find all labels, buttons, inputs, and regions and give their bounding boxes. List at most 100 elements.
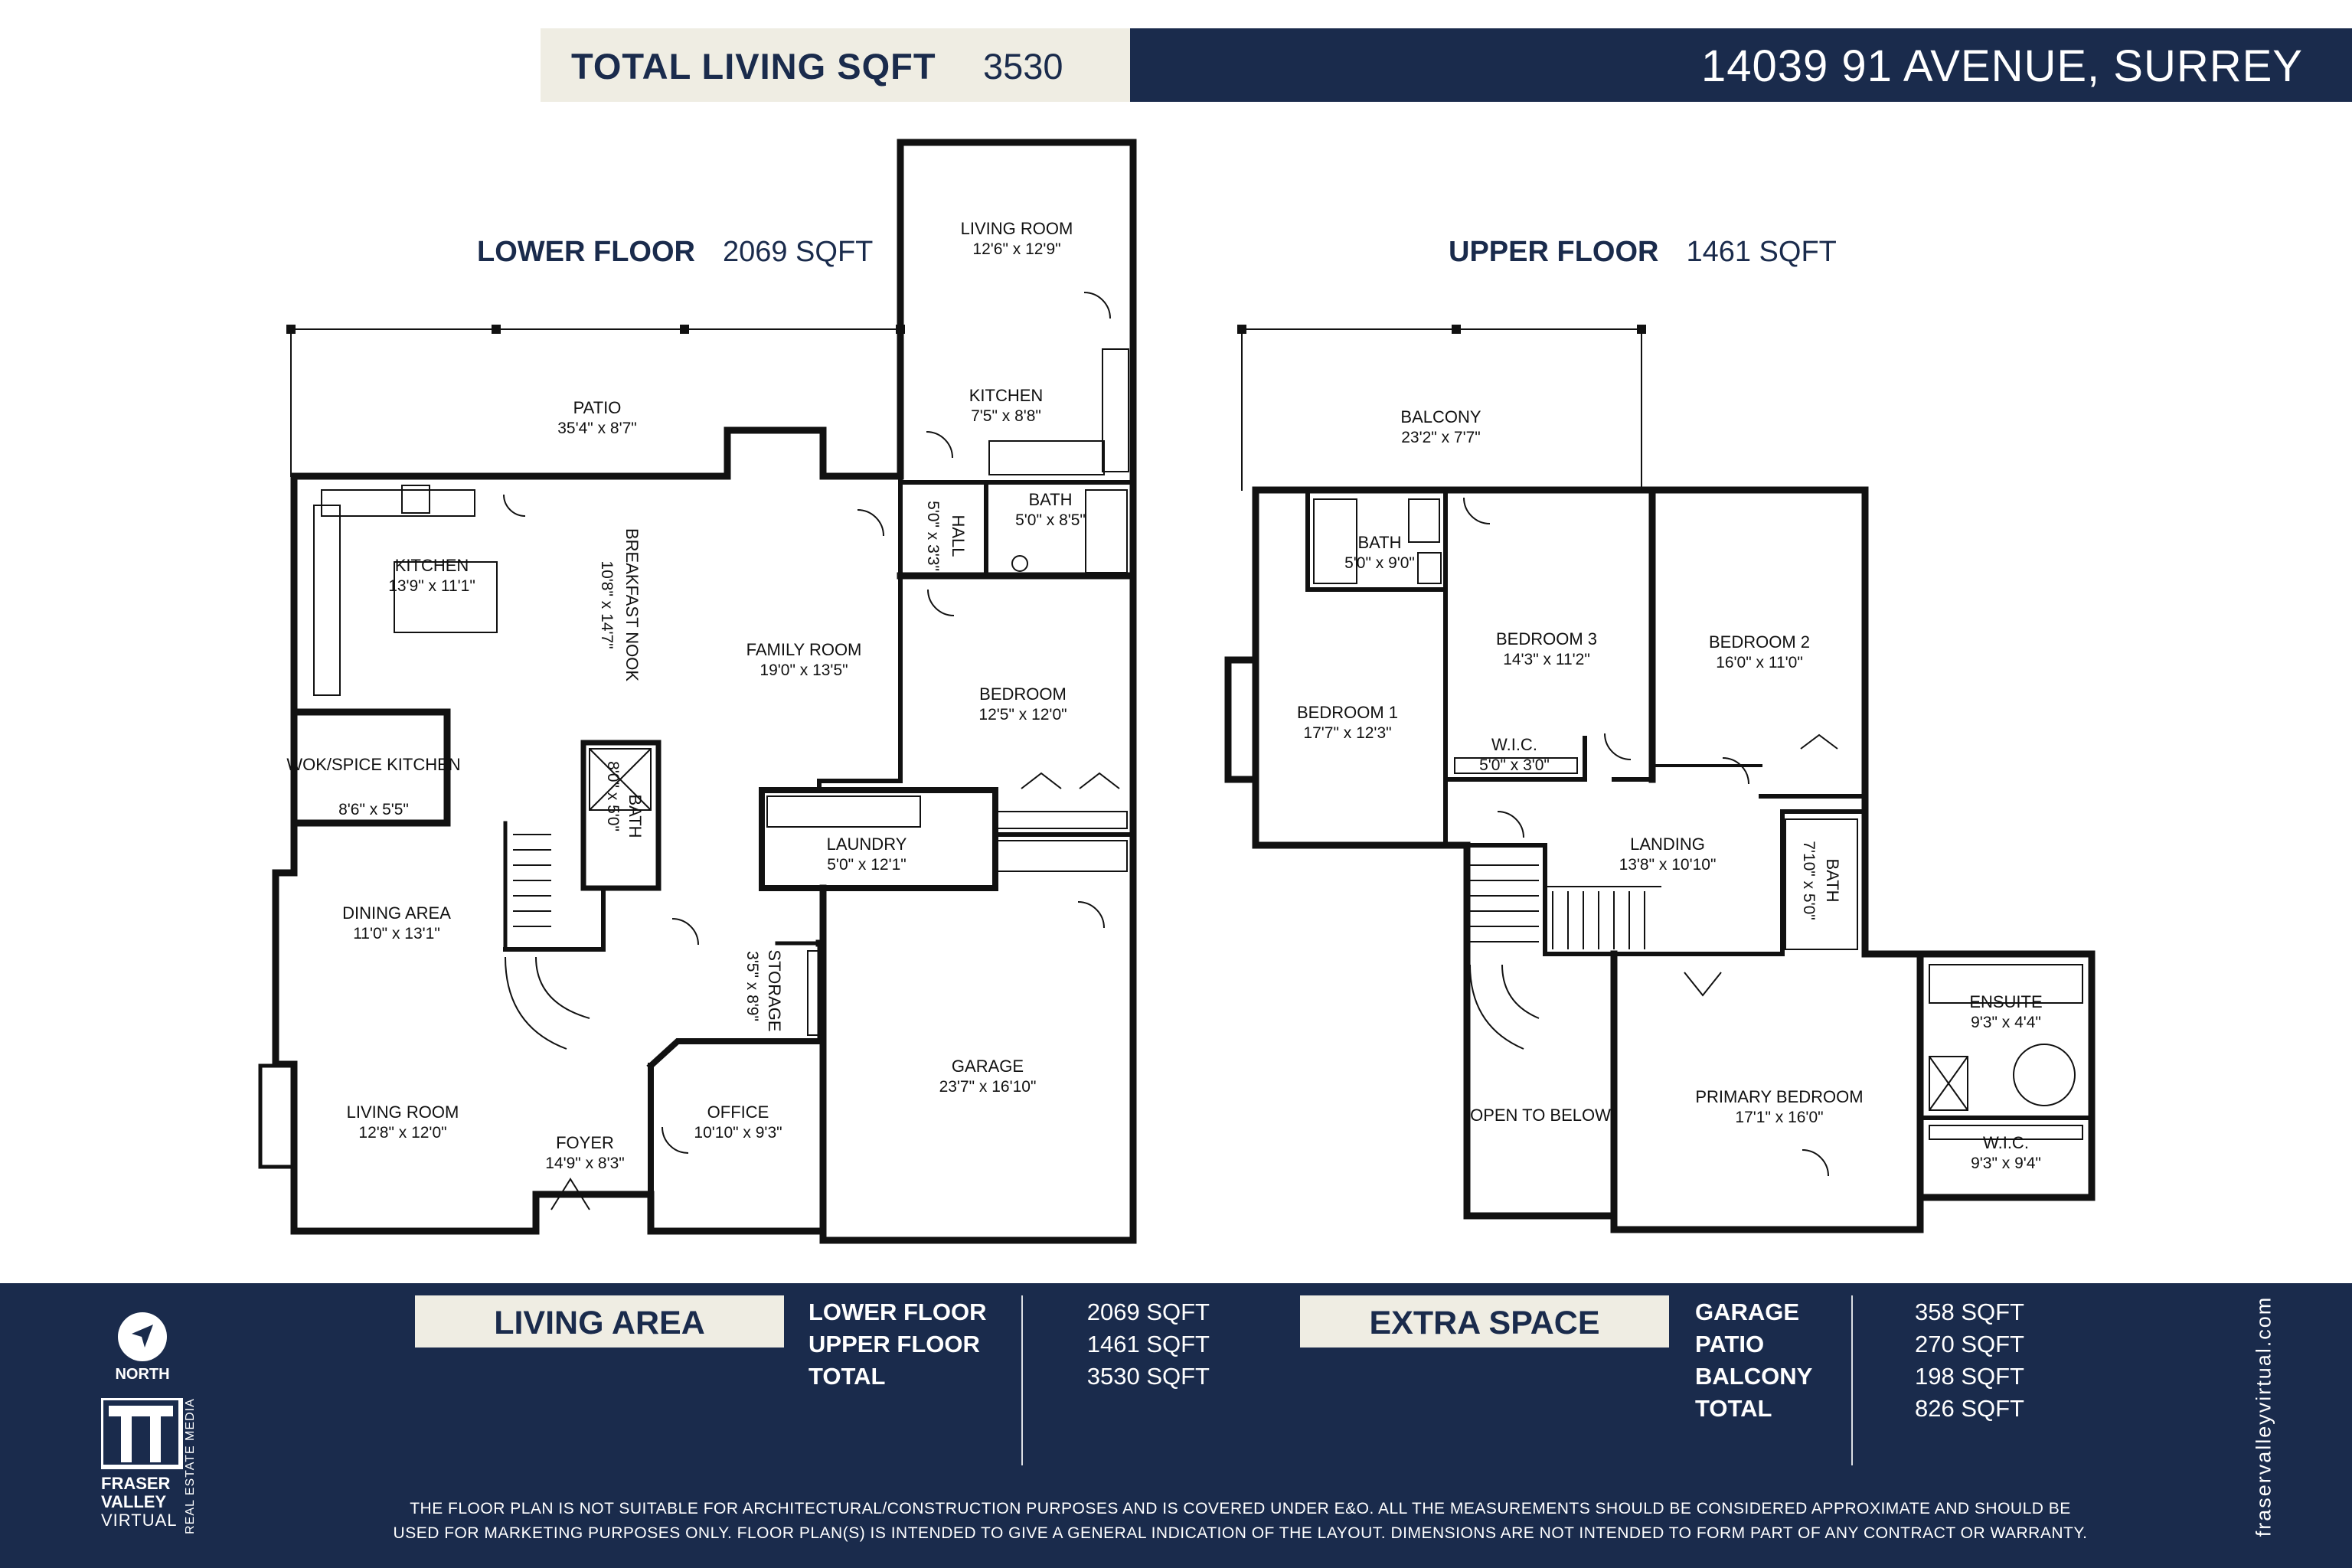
room-dims: 14'9" x 8'3"	[545, 1155, 625, 1172]
floor-plan-drawing: LIVING ROOM 12'6" x 12'9" KITCHEN 7'5" x…	[258, 139, 2096, 1244]
room-dims: 12'8" x 12'0"	[358, 1124, 446, 1142]
room-dims: 35'4" x 8'7"	[557, 420, 637, 437]
room-dims: 19'0" x 13'5"	[760, 662, 848, 679]
room-dims: 16'0" x 11'0"	[1716, 654, 1803, 671]
room-name: BATH	[1823, 858, 1842, 902]
room-name: GARAGE	[952, 1057, 1024, 1076]
room-name: LIVING ROOM	[347, 1102, 459, 1122]
room-name: PRIMARY BEDROOM	[1695, 1087, 1863, 1106]
room-dims: 8'6" x 5'5"	[338, 801, 409, 818]
room-name: ENSUITE	[1969, 992, 2042, 1011]
lower-floor-name: LOWER FLOOR	[477, 236, 695, 268]
lower-floor-labels: LIVING ROOM 12'6" x 12'9" KITCHEN 7'5" x…	[286, 219, 1086, 1172]
upper-floor-sqft: 1461 SQFT	[1686, 236, 1837, 268]
room-name: BEDROOM	[979, 684, 1067, 704]
company-logo-icon	[101, 1398, 183, 1469]
address-banner: 14039 91 AVENUE, SURREY	[1130, 28, 2352, 102]
living-row-value: 1461 SQFT	[1086, 1331, 1210, 1357]
room-name: W.I.C.	[1983, 1133, 2029, 1152]
room-name: OPEN TO BELOW	[1470, 1106, 1611, 1125]
room-name: BATH	[1357, 533, 1401, 552]
room-dims: 14'3" x 11'2"	[1503, 651, 1590, 668]
room-dims: 5'0" x 9'0"	[1344, 554, 1415, 572]
room-dims: 17'1" x 16'0"	[1735, 1109, 1823, 1126]
living-area-badge: LIVING AREA	[415, 1295, 784, 1348]
room-dims: 17'7" x 12'3"	[1303, 724, 1391, 742]
website-link[interactable]: fraservalleyvirtual.com	[2252, 1295, 2275, 1537]
room-dims: 11'0" x 13'1"	[353, 925, 440, 942]
room-dims: 5'0" x 12'1"	[827, 856, 906, 874]
room-name: DINING AREA	[342, 903, 451, 923]
room-name: BEDROOM 2	[1709, 632, 1810, 652]
room-dims: 5'0" x 3'0"	[1479, 756, 1550, 774]
extra-row-value: 826 SQFT	[1915, 1395, 2024, 1422]
room-name: KITCHEN	[395, 556, 469, 575]
company-name-line3: VIRTUAL	[101, 1511, 178, 1530]
room-dims: 23'2" x 7'7"	[1401, 429, 1481, 446]
disclaimer: THE FLOOR PLAN IS NOT SUITABLE FOR ARCHI…	[322, 1497, 2159, 1546]
room-dims: 7'10" x 5'0"	[1800, 841, 1818, 920]
room-name: W.I.C.	[1491, 735, 1537, 754]
room-dims: 13'9" x 11'1"	[388, 577, 475, 595]
room-dims: 5'0" x 8'5"	[1015, 511, 1086, 529]
extra-row-value: 198 SQFT	[1915, 1363, 2024, 1390]
room-dims: 9'3" x 9'4"	[1971, 1155, 2041, 1172]
total-living-value: 3530	[983, 46, 1063, 87]
room-name: BEDROOM 3	[1496, 629, 1597, 648]
room-dims: 3'5" x 8'9"	[743, 951, 761, 1021]
room-name: STORAGE	[765, 949, 784, 1031]
extra-row-label: TOTAL	[1695, 1395, 1772, 1422]
room-dims: 13'8" x 10'10"	[1619, 856, 1717, 874]
room-dims: 12'5" x 12'0"	[978, 706, 1067, 724]
property-address: 14039 91 AVENUE, SURREY	[1701, 41, 2303, 91]
extra-row-label: BALCONY	[1695, 1363, 1813, 1390]
north-label: NORTH	[115, 1366, 170, 1383]
upper-floor-title: UPPER FLOOR 1461 SQFT	[1449, 236, 1837, 269]
extra-row-label: GARAGE	[1695, 1298, 1800, 1325]
room-name: BREAKFAST NOOK	[622, 528, 642, 681]
extra-space-badge: EXTRA SPACE	[1300, 1295, 1669, 1348]
extra-row-value: 358 SQFT	[1915, 1298, 2024, 1325]
footer-panel	[0, 1283, 2352, 1568]
living-area-title: LIVING AREA	[494, 1305, 705, 1341]
room-name: BATH	[626, 794, 645, 838]
room-dims: 23'7" x 16'10"	[939, 1078, 1037, 1096]
lower-floor-sqft: 2069 SQFT	[722, 236, 874, 268]
room-name: FAMILY ROOM	[746, 640, 862, 659]
room-name: BALCONY	[1400, 407, 1481, 426]
disclaimer-line: THE FLOOR PLAN IS NOT SUITABLE FOR ARCHI…	[410, 1500, 2071, 1517]
total-living-banner: TOTAL LIVING SQFT 3530	[541, 28, 1130, 102]
room-dims: 7'5" x 8'8"	[971, 407, 1041, 425]
room-name: LIVING ROOM	[961, 219, 1073, 238]
room-name: OFFICE	[707, 1102, 769, 1122]
extra-row-label: PATIO	[1695, 1331, 1765, 1357]
lower-floor-walls	[258, 139, 1137, 1244]
upper-floor-fixtures	[1313, 497, 2083, 1177]
company-tagline-text: REAL ESTATE MEDIA	[184, 1398, 197, 1534]
room-dims: 5'0" x 3'3"	[924, 501, 942, 571]
north-arrow-icon	[118, 1312, 167, 1361]
upper-floor-walls	[1224, 328, 2096, 1233]
room-name: BATH	[1028, 490, 1072, 509]
extra-row-value: 270 SQFT	[1915, 1331, 2024, 1357]
upper-floor-name: UPPER FLOOR	[1449, 236, 1659, 268]
lower-floor-fixtures	[313, 292, 1129, 1210]
room-name: WOK/SPICE KITCHEN	[286, 755, 460, 774]
living-row-label: UPPER FLOOR	[808, 1331, 980, 1357]
living-row-label: LOWER FLOOR	[808, 1298, 987, 1325]
disclaimer-line: USED FOR MARKETING PURPOSES ONLY. FLOOR …	[393, 1524, 2088, 1542]
website: fraservalleyvirtual.com	[2245, 1294, 2283, 1539]
room-name: LAUNDRY	[827, 835, 907, 854]
balcony-posts	[1237, 325, 1646, 334]
room-dims: 10'10" x 9'3"	[694, 1124, 782, 1142]
room-name: BEDROOM 1	[1297, 703, 1398, 722]
room-name: KITCHEN	[969, 386, 1044, 405]
extra-space-title: EXTRA SPACE	[1369, 1305, 1600, 1341]
room-dims: 8'0" x 5'0"	[604, 761, 622, 831]
upper-floor-labels: BALCONY 23'2" x 7'7" BATH 5'0" x 9'0" BE…	[1297, 407, 2043, 1172]
extra-space-divider	[1851, 1295, 1853, 1465]
total-living-label: TOTAL LIVING SQFT	[571, 46, 936, 87]
company-name-line1: FRASER	[101, 1474, 171, 1493]
lower-floor-title: LOWER FLOOR 2069 SQFT	[477, 236, 873, 269]
